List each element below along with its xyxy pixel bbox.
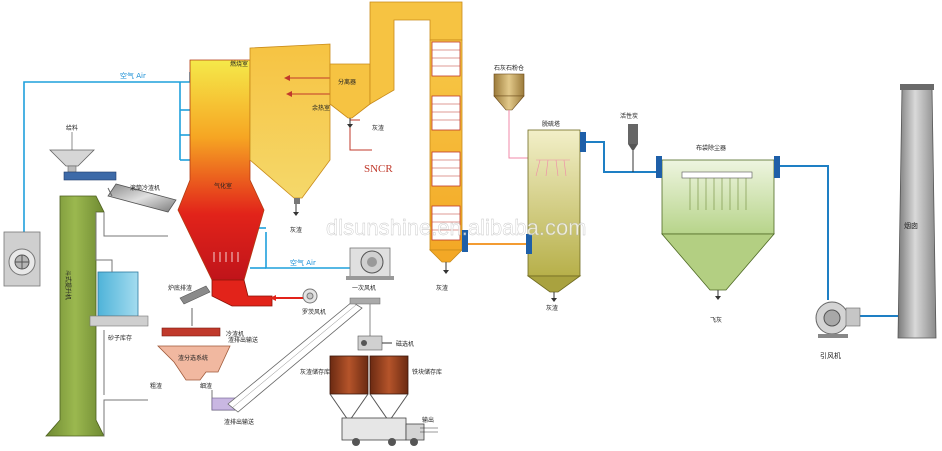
limestone-silo bbox=[493, 73, 525, 111]
slag-sorter-label: 渣分选系统 bbox=[178, 354, 208, 362]
slag-bin-label: 渣排出输送 bbox=[228, 336, 258, 344]
ash-label-3: 灰渣 bbox=[436, 284, 448, 292]
ash-label-2: 灰渣 bbox=[290, 226, 302, 234]
flue-duct bbox=[369, 1, 463, 105]
secondary-blower bbox=[270, 288, 318, 304]
sand-silo-label: 砂子库存 bbox=[108, 334, 132, 342]
slag-out-label: 渣排出输送 bbox=[224, 418, 254, 426]
bag-filter bbox=[656, 156, 780, 291]
fine-label: 细渣 bbox=[200, 382, 212, 390]
combustion-chamber-label: 燃烧室 bbox=[230, 60, 248, 68]
inclined-conveyor bbox=[227, 297, 381, 413]
desulfurization-label: 脱硫塔 bbox=[542, 120, 560, 128]
sncr-label: SNCR bbox=[364, 163, 393, 175]
air-label-top: 空气 Air bbox=[120, 71, 146, 80]
ash-label-4: 灰渣 bbox=[546, 304, 558, 312]
feed-hopper bbox=[49, 149, 117, 181]
storage-silos bbox=[329, 355, 409, 421]
slag-sorter bbox=[157, 327, 231, 381]
elevator-left-label: 斗式提升机 bbox=[64, 270, 72, 300]
watermark: dlsunshine.en.alibaba.com bbox=[326, 215, 587, 240]
id-fan bbox=[815, 301, 861, 338]
roots-blower bbox=[346, 247, 394, 280]
desulfurization-tower bbox=[526, 129, 586, 293]
separator-label: 分离器 bbox=[338, 78, 356, 86]
activated-carbon bbox=[628, 124, 638, 172]
screw-feeder-label: 滚筒冷渣机 bbox=[130, 184, 160, 192]
out-arrows bbox=[420, 427, 438, 433]
magnet-separator bbox=[357, 304, 392, 351]
out-label: 输出 bbox=[422, 416, 434, 424]
sncr-arrow-2 bbox=[286, 91, 292, 97]
bucket-elevator-left bbox=[45, 195, 105, 437]
limestone-label: 石灰石粉仓 bbox=[494, 64, 524, 72]
bag-filter-label: 布袋除尘器 bbox=[696, 144, 726, 152]
feed-label: 给料 bbox=[66, 124, 78, 132]
magnet-label: 磁选机 bbox=[396, 340, 414, 348]
sand-silo bbox=[89, 271, 149, 327]
air-box bbox=[211, 279, 273, 307]
fly-ash-label: 飞灰 bbox=[710, 316, 722, 324]
separator bbox=[329, 63, 371, 119]
heat-recovery-label: 余热室 bbox=[312, 104, 330, 112]
slag-discharge-label: 炉底排渣 bbox=[168, 284, 192, 292]
cyclone bbox=[249, 43, 331, 204]
activated-carbon-label: 活性炭 bbox=[620, 112, 638, 120]
truck bbox=[341, 417, 425, 446]
sncr-arrow-1 bbox=[284, 75, 290, 81]
fd-fan-left bbox=[3, 231, 41, 287]
duct-to-idfan bbox=[780, 165, 829, 300]
screw-feeder bbox=[107, 183, 177, 213]
secondary-fan-label: 罗茨风机 bbox=[302, 308, 326, 316]
air-label-bottom: 空气 Air bbox=[290, 258, 316, 267]
fd-fan-label: 一次风机 bbox=[352, 284, 376, 292]
id-fan-label: 引风机 bbox=[820, 351, 841, 360]
slag-lines bbox=[95, 212, 236, 436]
slag-chute bbox=[179, 285, 211, 305]
slag-conveyor-label: 冷渣机 bbox=[226, 330, 244, 338]
chimney-label: 烟囱 bbox=[904, 221, 918, 230]
gasification-label: 气化室 bbox=[214, 182, 232, 190]
duct-to-bagfilter bbox=[586, 141, 660, 173]
ash-silo-label: 灰渣储存库 bbox=[300, 368, 330, 376]
air-lines bbox=[23, 72, 350, 269]
iron-silo-label: 铁块储存库 bbox=[412, 368, 442, 376]
chimney bbox=[897, 84, 937, 339]
heat-exchanger-tower bbox=[429, 39, 468, 263]
coarse-label: 粗渣 bbox=[150, 382, 162, 390]
ash-label-1: 灰渣 bbox=[372, 124, 384, 132]
